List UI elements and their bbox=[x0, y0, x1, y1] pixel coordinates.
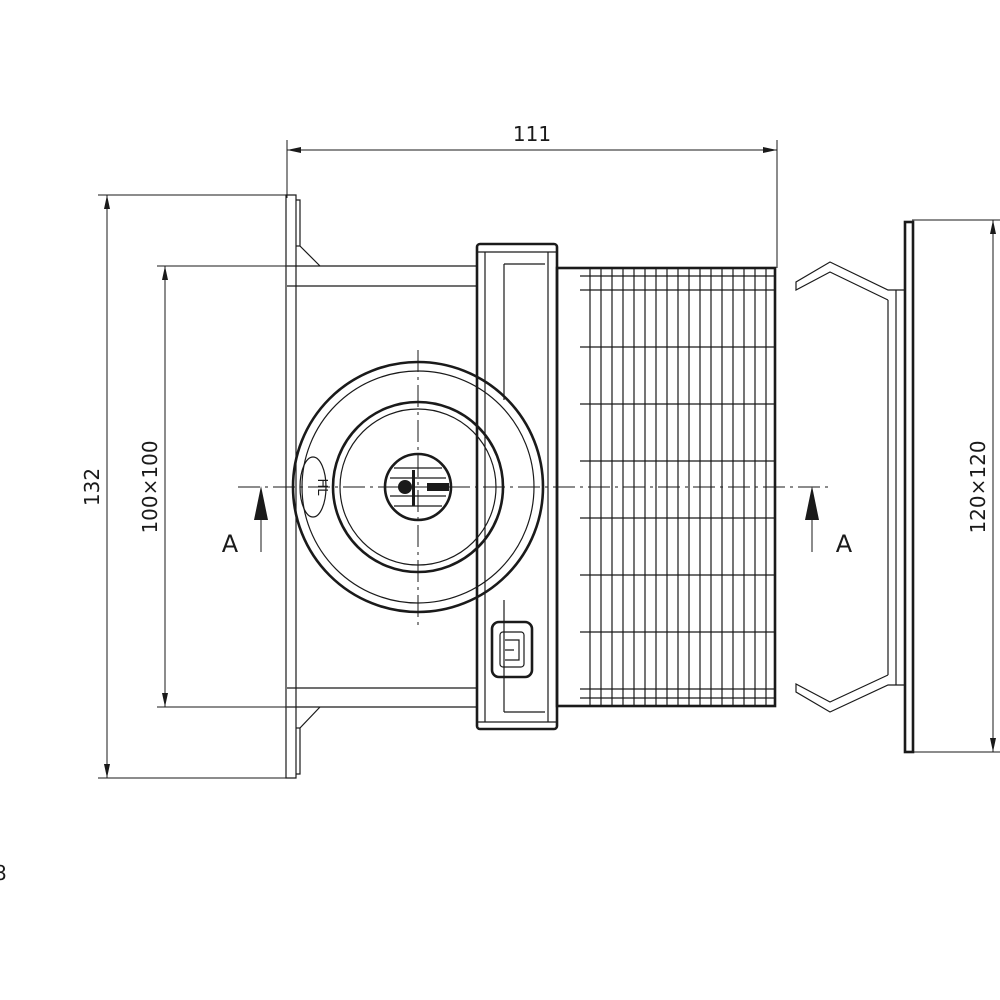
drain-body bbox=[287, 265, 478, 708]
dimension-left-height: 132 bbox=[80, 194, 287, 779]
dimension-grate-size: 120×120 bbox=[912, 219, 1000, 753]
corner-fragment-text: 8 bbox=[0, 861, 7, 885]
dimension-grate-size-label: 120×120 bbox=[966, 440, 990, 533]
section-marker-right: A bbox=[805, 486, 853, 558]
dimension-top-width: 111 bbox=[286, 122, 778, 268]
center-lines bbox=[238, 350, 832, 628]
section-marker-left: A bbox=[222, 486, 268, 558]
dimension-inner-size: 100×100 bbox=[138, 265, 290, 708]
dimension-inner-size-label: 100×100 bbox=[138, 440, 162, 533]
section-label-right: A bbox=[836, 530, 853, 558]
dimension-left-height-label: 132 bbox=[80, 468, 104, 506]
mounting-flange bbox=[285, 194, 321, 779]
dimension-top-width-label: 111 bbox=[513, 122, 551, 146]
grate-assembly bbox=[795, 220, 915, 754]
section-label-left: A bbox=[222, 530, 239, 558]
